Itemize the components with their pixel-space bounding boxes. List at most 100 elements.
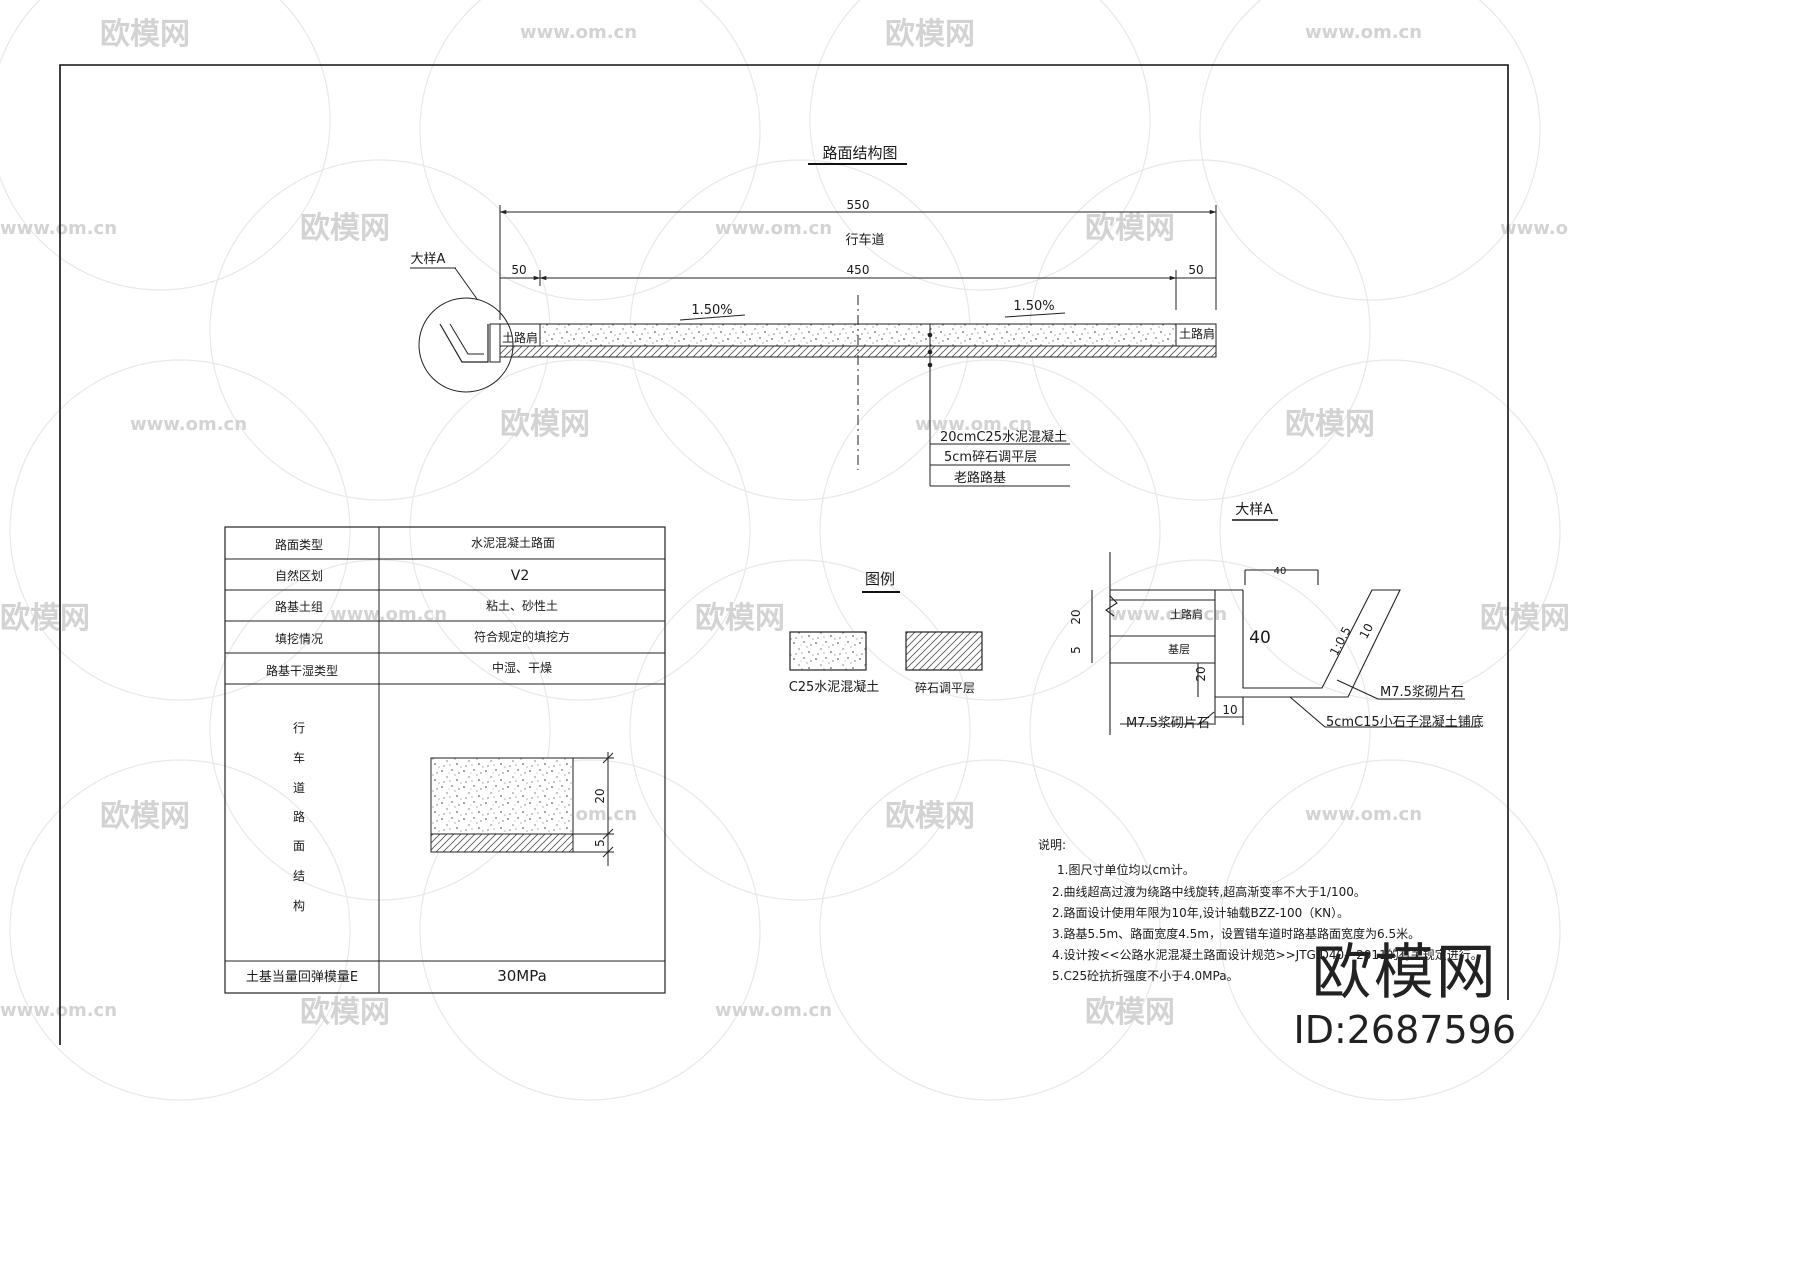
table-row-label: 自然区划 bbox=[275, 568, 323, 583]
notes-title: 说明: bbox=[1038, 837, 1066, 852]
watermark-url: www.om.cn bbox=[130, 414, 247, 435]
structure-dim: 5 bbox=[593, 839, 607, 847]
detail-callout: 大样A bbox=[411, 252, 446, 267]
detail-dim: 5 bbox=[1069, 646, 1083, 654]
watermark-logo: 欧模网 bbox=[0, 601, 90, 636]
structure-dim: 20 bbox=[593, 788, 607, 803]
brand-id: ID:2687596 bbox=[1293, 1008, 1516, 1052]
detail-dim: 40 bbox=[1274, 566, 1287, 577]
watermark-logo: 欧模网 bbox=[885, 799, 975, 834]
shoulder-right bbox=[1175, 323, 1217, 347]
detail-dim: 20 bbox=[1194, 666, 1208, 681]
table-row-label: 路基干湿类型 bbox=[266, 663, 338, 678]
watermark-url: www.om.cn bbox=[1110, 604, 1227, 625]
dim-middle: 450 bbox=[847, 263, 870, 277]
sheet-border bbox=[59, 64, 1509, 1045]
table-row-value: 符合规定的填挖方 bbox=[474, 629, 570, 644]
note-item: 2.路面设计使用年限为10年,设计轴载BZZ-100（KN）。 bbox=[1052, 905, 1349, 920]
watermark-logo: 欧模网 bbox=[500, 407, 590, 442]
table-row-value: 水泥混凝土路面 bbox=[471, 535, 555, 550]
watermark-url: www.om.cn bbox=[520, 22, 637, 43]
watermark-logo: 欧模网 bbox=[100, 17, 190, 52]
structure-label-char: 车 bbox=[293, 750, 305, 765]
structure-label-char: 结 bbox=[293, 869, 305, 883]
watermark-logo: 欧模网 bbox=[1085, 211, 1175, 246]
watermark-url: www.om.cn bbox=[1305, 22, 1422, 43]
detail-a: 大样A bbox=[1069, 502, 1484, 735]
detail-slope: 1:0.5 bbox=[1327, 624, 1354, 658]
structure-concrete bbox=[430, 757, 574, 835]
watermark-url: www.om.cn bbox=[1500, 218, 1568, 239]
carriageway-label: 行车道 bbox=[845, 232, 884, 248]
note-item: 1.图尺寸单位均以cm计。 bbox=[1057, 862, 1195, 877]
table-row-label: 填挖情况 bbox=[275, 631, 323, 646]
notes: 说明: 1.图尺寸单位均以cm计。 2.曲线超高过渡为绕路中线旋转,超高渐变率不… bbox=[1038, 837, 1483, 983]
watermark-url: www.om.cn bbox=[715, 1000, 832, 1021]
watermark-logo: 欧模网 bbox=[300, 995, 390, 1030]
note-item: 2.曲线超高过渡为绕路中线旋转,超高渐变率不大于1/100。 bbox=[1052, 884, 1366, 899]
legend-title: 图例 bbox=[865, 570, 895, 588]
detail-dim: 10 bbox=[1222, 703, 1237, 717]
legend-item: C25水泥混凝土 bbox=[789, 679, 880, 695]
brand-name: 欧模网 bbox=[1311, 938, 1498, 1008]
legend-swatch-gravel bbox=[905, 631, 983, 671]
watermark-logo: 欧模网 bbox=[100, 799, 190, 834]
watermark-logo: 欧模网 bbox=[695, 601, 785, 636]
detail-label: M7.5浆砌片石 bbox=[1380, 685, 1464, 700]
slope-left: 1.50% bbox=[691, 303, 732, 318]
modulus-label: 土基当量回弹模量E bbox=[246, 970, 358, 985]
legend-item: 碎石调平层 bbox=[915, 680, 975, 695]
legend: 图例 C25水泥混凝土 碎石调平层 bbox=[789, 570, 983, 695]
slope-right: 1.50% bbox=[1013, 299, 1054, 314]
pavement-table: 路面类型 水泥混凝土路面 自然区划 Ⅴ2 路基土组 粘土、砂性土 填挖情况 符合… bbox=[224, 526, 666, 994]
note-item: 5.C25砼抗折强度不小于4.0MPa。 bbox=[1052, 968, 1239, 983]
shoulder-right-label: 土路肩 bbox=[1179, 326, 1215, 341]
watermark-logo: 欧模网 bbox=[1480, 601, 1568, 636]
detail-label: M7.5浆砌片石 bbox=[1126, 716, 1210, 731]
table-row-value: 中湿、干燥 bbox=[492, 660, 552, 675]
structure-label-char: 行 bbox=[293, 721, 305, 735]
dim-left: 50 bbox=[511, 263, 526, 277]
detail-dim: 40 bbox=[1249, 628, 1271, 648]
structure-label-char: 路 bbox=[293, 809, 305, 824]
shoulder-left-label: 土路肩 bbox=[502, 330, 538, 345]
drawing-sheet: 欧模网 欧模网 欧模网 欧模网 欧模网 欧模网 欧模网 欧模网 欧模网 欧模网 … bbox=[0, 0, 1568, 1101]
detail-label: 基层 bbox=[1168, 643, 1190, 656]
watermark-url: www.om.cn bbox=[1305, 804, 1422, 825]
dim-total: 550 bbox=[847, 198, 870, 212]
layer-label: 20cmC25水泥混凝土 bbox=[940, 429, 1067, 445]
watermark-url: www.om.cn bbox=[0, 1000, 117, 1021]
watermark-url: www.om.cn bbox=[0, 218, 117, 239]
layer-label: 5cm碎石调平层 bbox=[944, 450, 1037, 465]
detail-title: 大样A bbox=[1235, 502, 1273, 518]
modulus-value: 30MPa bbox=[497, 967, 547, 985]
structure-gravel bbox=[430, 833, 574, 853]
structure-label-char: 面 bbox=[293, 839, 305, 853]
pavement-section: 路面结构图 550 行车道 50 450 50 1.50% 1.50% 土路肩 … bbox=[410, 144, 1217, 487]
watermark-logo: 欧模网 bbox=[1085, 995, 1175, 1030]
table-row-value: Ⅴ2 bbox=[511, 568, 529, 584]
detail-circle bbox=[418, 297, 514, 393]
detail-dim: 20 bbox=[1069, 609, 1083, 624]
note-item: 4.设计按<<公路水泥混凝土路面设计规范>>JTG D40—2011的有关规定进… bbox=[1052, 947, 1483, 962]
detail-label: 5cmC15小石子混凝土铺底 bbox=[1326, 714, 1484, 730]
watermark-logo: 欧模网 bbox=[885, 17, 975, 52]
watermark-url: www.om.cn bbox=[715, 218, 832, 239]
detail-dim: 10 bbox=[1357, 621, 1377, 641]
table-row-label: 路面类型 bbox=[275, 537, 323, 552]
watermark-logo: 欧模网 bbox=[1285, 407, 1375, 442]
dim-right: 50 bbox=[1188, 263, 1203, 277]
table-row-value: 粘土、砂性土 bbox=[486, 598, 558, 613]
table-row-label: 路基土组 bbox=[275, 599, 323, 614]
legend-swatch-concrete bbox=[789, 631, 867, 671]
structure-label-char: 道 bbox=[293, 781, 305, 795]
layer-label: 老路路基 bbox=[954, 470, 1006, 486]
watermark-logo: 欧模网 bbox=[300, 211, 390, 246]
structure-label-char: 构 bbox=[293, 898, 305, 913]
watermark-url: www.om.cn bbox=[915, 414, 1032, 435]
note-item: 3.路基5.5m、路面宽度4.5m，设置错车道时路基路面宽度为6.5米。 bbox=[1052, 926, 1420, 941]
drawing-title: 路面结构图 bbox=[822, 144, 897, 162]
detail-label: 土路肩 bbox=[1170, 607, 1203, 621]
watermark-url: www.om.cn bbox=[330, 604, 447, 625]
brand-watermark: 欧模网 ID:2687596 bbox=[1293, 938, 1516, 1052]
